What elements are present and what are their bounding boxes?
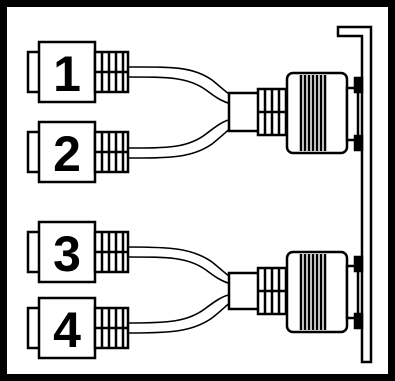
main-connector-lower	[285, 250, 364, 334]
strain-relief-lower	[256, 266, 288, 316]
y-junction-lower	[227, 271, 261, 311]
cable-1	[127, 66, 233, 105]
main-connector-upper	[285, 71, 364, 155]
port-connector-4: 4	[26, 296, 130, 360]
mounting-bracket	[336, 25, 373, 364]
port-label-3: 3	[53, 226, 81, 282]
cable-group-lower	[127, 246, 364, 334]
port-connector-3: 3	[26, 220, 130, 284]
port-label-4: 4	[53, 302, 81, 358]
y-junction-upper	[227, 91, 261, 133]
strain-relief-upper	[256, 87, 288, 137]
port-label-2: 2	[53, 126, 81, 182]
port-connector-2: 2	[26, 120, 130, 184]
cable-4	[127, 293, 233, 334]
port-label-1: 1	[53, 46, 81, 102]
cable-group-upper	[127, 66, 364, 159]
port-connector-1: 1	[26, 40, 130, 104]
cable-3	[127, 246, 233, 285]
cable-2	[127, 118, 233, 159]
